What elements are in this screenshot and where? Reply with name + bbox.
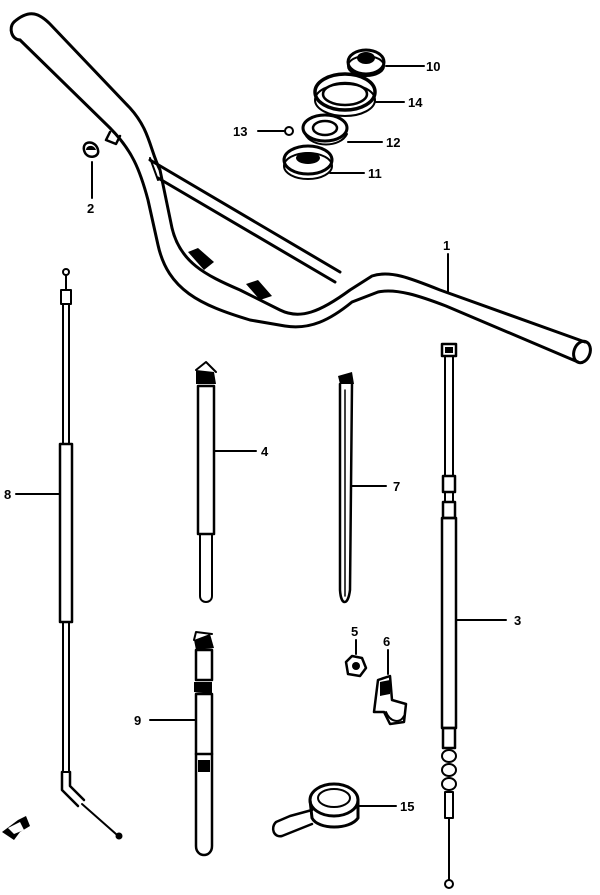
ring-part-12 — [301, 113, 383, 146]
label-part-12: 12 — [386, 135, 400, 150]
ring-part-11 — [282, 144, 365, 180]
strap-part-4 — [195, 361, 257, 603]
cable-part-8 — [15, 268, 123, 840]
handlebar — [9, 12, 592, 365]
label-part-10: 10 — [426, 59, 440, 74]
nut-part-5 — [344, 639, 368, 678]
label-part-4: 4 — [261, 444, 269, 459]
label-part-1: 1 — [443, 238, 450, 253]
label-part-11: 11 — [368, 166, 382, 181]
label-part-5: 5 — [351, 624, 358, 639]
label-part-2: 2 — [87, 201, 94, 216]
washer-part-13 — [257, 126, 294, 136]
ring-part-14 — [313, 72, 405, 117]
label-part-14: 14 — [408, 95, 423, 110]
ring-part-10 — [346, 48, 425, 77]
label-part-8: 8 — [4, 487, 11, 502]
cable-part-3 — [440, 342, 507, 889]
label-part-7: 7 — [393, 479, 400, 494]
strap-part-7 — [338, 372, 387, 604]
direction-arrow-icon — [2, 816, 30, 840]
label-part-13: 13 — [233, 124, 247, 139]
label-part-9: 9 — [134, 713, 141, 728]
label-part-3: 3 — [514, 613, 521, 628]
label-part-6: 6 — [383, 634, 390, 649]
clamp-part-6 — [372, 649, 408, 726]
strap-part-9 — [149, 631, 214, 857]
clip-part — [82, 141, 100, 199]
label-part-15: 15 — [400, 799, 414, 814]
housing-part-15 — [271, 782, 397, 838]
